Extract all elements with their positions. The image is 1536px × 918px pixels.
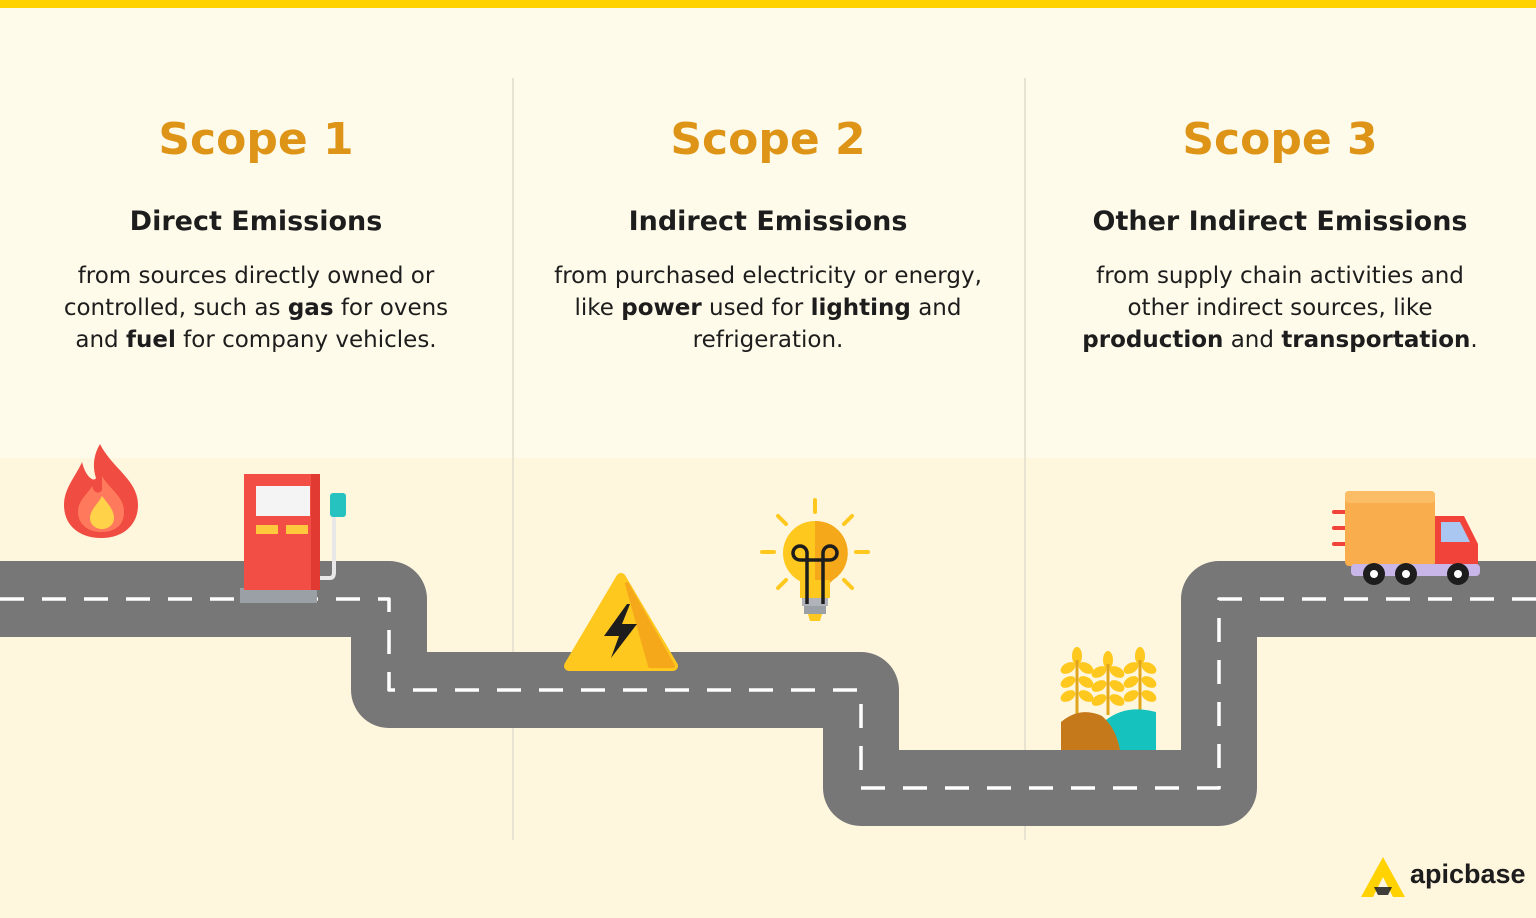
emphasis-text: gas xyxy=(287,295,334,321)
scope-1-column: Scope 1 Direct Emissions from sources di… xyxy=(6,110,506,356)
scope-description: from sources directly owned or controlle… xyxy=(41,260,471,356)
fuel-pump-icon xyxy=(240,474,346,603)
emphasis-text: transportation xyxy=(1281,327,1471,353)
flame-icon xyxy=(64,444,138,538)
description-text: used for xyxy=(701,295,811,321)
scope-2-column: Scope 2 Indirect Emissions from purchase… xyxy=(518,110,1018,356)
description-text: for ovens and xyxy=(75,295,449,353)
emphasis-text: power xyxy=(621,295,702,321)
scope-description: from supply chain activities and other i… xyxy=(1065,260,1495,356)
emphasis-text: lighting xyxy=(810,295,911,321)
delivery-truck-icon xyxy=(1332,491,1480,585)
emphasis-text: fuel xyxy=(125,327,176,353)
column-divider xyxy=(512,78,514,840)
light-bulb-icon xyxy=(760,498,870,621)
road xyxy=(0,561,1536,826)
scope-title: Scope 1 xyxy=(158,114,354,165)
column-divider xyxy=(1024,78,1026,840)
description-text: for company vehicles. xyxy=(175,327,437,353)
scope-3-column: Scope 3 Other Indirect Emissions from su… xyxy=(1030,110,1530,356)
scope-description: from purchased electricity or energy, li… xyxy=(553,260,983,356)
description-text: from sources directly owned or controlle… xyxy=(63,263,435,321)
description-text: and xyxy=(1223,327,1282,353)
description-text: from supply chain activities and other i… xyxy=(1096,263,1464,321)
road-center-line xyxy=(0,597,1536,790)
description-text: . xyxy=(1470,327,1478,353)
scope-subtitle: Other Indirect Emissions xyxy=(1092,206,1468,237)
scope-title: Scope 2 xyxy=(670,114,866,165)
brand-name: apicbase xyxy=(1410,859,1526,889)
high-voltage-icon xyxy=(564,573,678,671)
scope-title: Scope 3 xyxy=(1182,114,1378,165)
apicbase-logo: apicbase xyxy=(1360,855,1530,901)
wheat-icon xyxy=(1060,647,1157,750)
emphasis-text: production xyxy=(1082,327,1224,353)
description-text: and refrigeration. xyxy=(692,295,962,353)
scope-subtitle: Indirect Emissions xyxy=(628,206,908,237)
description-text: from purchased electricity or energy, li… xyxy=(554,263,982,321)
apicbase-logo-icon xyxy=(1361,857,1405,897)
top-accent-bar xyxy=(0,0,1536,8)
scope-subtitle: Direct Emissions xyxy=(129,206,383,237)
